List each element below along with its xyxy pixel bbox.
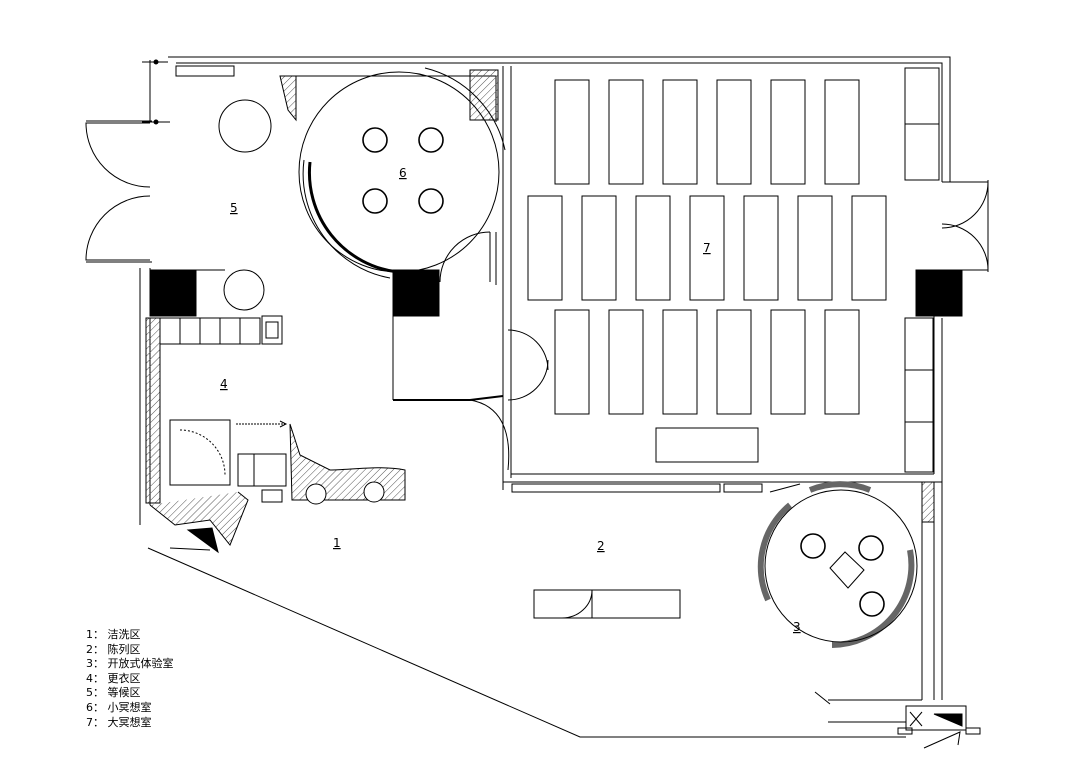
window-top-left — [175, 65, 235, 77]
marker-dot — [153, 59, 159, 65]
stool — [362, 127, 388, 153]
stool — [362, 188, 388, 214]
room-label-4: 4 — [220, 377, 228, 391]
room-label-3: 3 — [793, 620, 801, 634]
curtain-arrow — [279, 420, 288, 428]
column — [915, 269, 963, 317]
room7-wall-left — [502, 66, 512, 490]
bin — [261, 489, 283, 503]
instructor-platform — [655, 427, 759, 463]
entrance-door-lower — [85, 195, 151, 261]
legend-item: 4： 更衣区 — [86, 671, 141, 685]
outer-wall-top-inner — [176, 62, 943, 182]
display-shelf — [511, 483, 721, 493]
outer-wall-top — [168, 56, 951, 182]
column — [392, 269, 440, 317]
legend-item: 3： 开放式体验室 — [86, 657, 174, 671]
bottom-lines — [814, 691, 922, 723]
stool — [418, 188, 444, 214]
room-label-1: 1 — [333, 536, 341, 550]
marker-dot — [153, 119, 159, 125]
service-box-cross — [909, 711, 923, 727]
right-door-lower — [941, 223, 989, 271]
column — [149, 269, 197, 317]
room3-curved-wall — [757, 502, 792, 602]
room6-curved-wall-right — [424, 67, 506, 151]
room7-wall-right — [933, 270, 943, 482]
mats-row-1 — [554, 79, 860, 185]
wall-6-top — [296, 75, 497, 122]
corridor-wall-h — [393, 395, 504, 401]
room3-curved-wall-top — [808, 481, 872, 493]
corner-triangle — [186, 527, 219, 554]
room3-curved-wall-right — [831, 549, 915, 648]
service-box-triangle — [933, 713, 963, 727]
room-label-7: 7 — [703, 241, 711, 255]
legend: 1： 洁洗区 2： 陈列区 3： 开放式体验室 4： 更衣区 5： 等候区 6：… — [86, 628, 174, 730]
stool — [859, 591, 885, 617]
wall-left-hatch — [145, 317, 161, 504]
stool — [858, 535, 884, 561]
cabinet-right-bottom — [904, 317, 934, 473]
corner-wall — [149, 491, 249, 546]
entrance-door-frame — [86, 120, 152, 263]
entrance-door-upper — [85, 122, 151, 188]
room3-circle — [764, 489, 918, 643]
legend-item: 5： 等候区 — [86, 686, 141, 700]
round-table-waiting — [218, 99, 272, 153]
changing-cubicle — [169, 419, 231, 486]
legend-item: 2： 陈列区 — [86, 642, 141, 656]
exit-arrow — [923, 731, 961, 749]
stool — [800, 533, 826, 559]
display-table — [533, 589, 681, 619]
service-box-foot — [897, 727, 913, 735]
legend-item: 1： 洁洗区 — [86, 628, 141, 641]
diagonal-wall — [147, 547, 906, 738]
room6-curved-wall-outer — [302, 159, 391, 279]
room6-door-leaf — [489, 232, 497, 285]
locker-row — [159, 317, 261, 345]
cubicle-door-arc — [179, 429, 226, 476]
display-shelf-end — [769, 483, 801, 493]
display-table-arc — [561, 589, 593, 619]
stool — [418, 127, 444, 153]
corridor-door-arc — [507, 329, 549, 371]
section-marker-top — [142, 61, 170, 123]
round-seat-changing — [223, 269, 265, 311]
room-label-2: 2 — [597, 539, 605, 553]
locker-dividers — [179, 318, 241, 344]
room6-door-arc — [439, 231, 491, 283]
corridor-door-arc2 — [507, 359, 549, 401]
service-box-foot — [965, 727, 981, 735]
legend-item: 6： 小冥想室 — [86, 700, 152, 714]
mats-row-2 — [527, 195, 887, 301]
right-wall-hatch — [921, 481, 935, 523]
wash-basin — [363, 481, 385, 503]
wash-counter — [289, 423, 406, 501]
mats-row-3 — [554, 309, 860, 415]
right-door-upper — [941, 181, 989, 229]
cabinet-divider — [905, 369, 933, 423]
bench — [237, 453, 287, 487]
room-label-6: 6 — [399, 166, 407, 180]
low-table — [829, 551, 865, 589]
corridor-wall-curve — [469, 399, 510, 471]
wall-waiting-6 — [279, 75, 297, 122]
service-box — [905, 705, 967, 731]
wash-basin — [305, 483, 327, 505]
room-label-5: 5 — [230, 201, 238, 215]
room6-curved-wall — [307, 161, 399, 274]
display-shelf-small — [723, 483, 763, 493]
room7-wall-bottom — [503, 473, 942, 483]
sink-inner — [265, 321, 279, 339]
sink-box — [261, 315, 283, 345]
corner-door — [169, 547, 211, 551]
legend-item: 7： 大冥想室 — [86, 715, 152, 729]
